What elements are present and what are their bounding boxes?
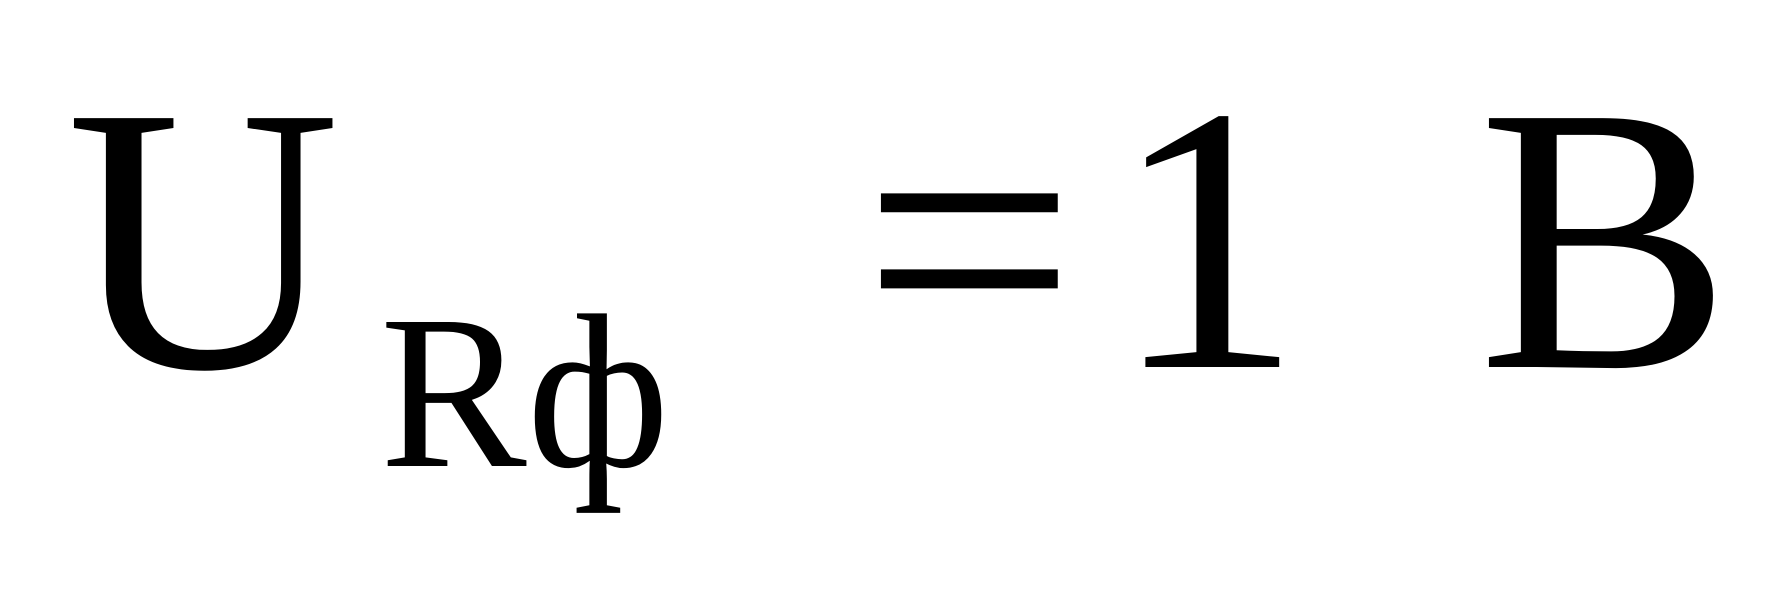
formula-unit: В [1478, 29, 1732, 450]
formula-equals: = [862, 29, 1077, 450]
formula-subscript: Rф [380, 270, 670, 514]
formula-value: 1 [1112, 29, 1302, 450]
formula-variable: U [66, 29, 341, 450]
